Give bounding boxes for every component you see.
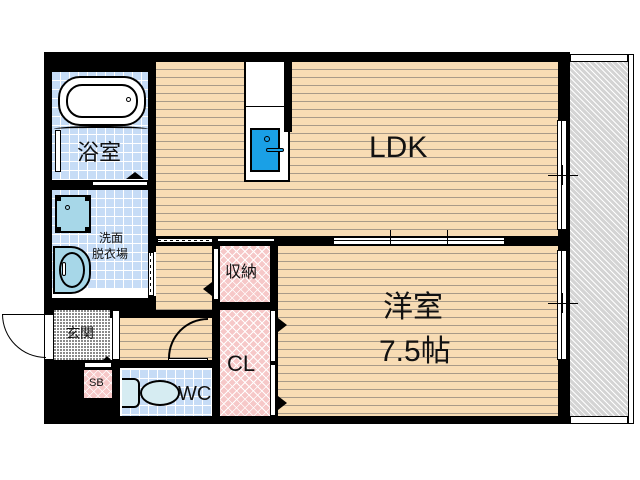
western-room-size: 7.5帖 (379, 335, 451, 368)
outer-wall-right (558, 52, 570, 424)
shoe-box-label: SB (89, 377, 104, 389)
window-ldk-mark-v (562, 165, 563, 185)
washroom-label-line1: 洗面 (99, 231, 124, 245)
balcony-railing (628, 54, 634, 424)
bath-right-wall (148, 62, 156, 252)
shoe-box (84, 370, 112, 398)
bath-curtain-line (54, 126, 148, 132)
toilet-label: WC (178, 383, 212, 405)
bathtub-icon (58, 76, 146, 126)
bath-door-marker (126, 172, 144, 179)
shoe-box-step-marker (101, 356, 113, 362)
ldk-partition-white (217, 238, 275, 242)
ldk-left-partition-dashed (157, 238, 213, 243)
washbasin-icon (53, 246, 91, 294)
kitchen-sink-icon (250, 128, 284, 172)
window-western-mark (548, 303, 578, 304)
entrance-door-leaf (2, 314, 44, 315)
closet-door-upper[interactable] (270, 310, 276, 362)
storage-left-wall (212, 246, 220, 416)
western-room-label: 洋室 (383, 291, 443, 324)
entrance-wall-block (44, 310, 212, 318)
window-ldk-mark (548, 175, 578, 176)
wc-right-wall (212, 360, 220, 416)
washroom-right-lower (148, 296, 156, 310)
washroom-label-line2: 脱衣場 (92, 247, 129, 261)
entrance-door-swing[interactable] (2, 314, 46, 358)
balcony-floor (570, 62, 628, 416)
sliding-door-mark-1 (390, 230, 391, 252)
entrance-lower-divider (84, 362, 112, 368)
closet-door-marker-upper (278, 318, 287, 332)
toilet-tank-icon (122, 378, 140, 408)
sliding-door-mark-2 (447, 230, 448, 252)
entrance-label: 玄関 (66, 325, 94, 341)
entrance-door-frame (44, 314, 54, 360)
kitchen-counter-line (246, 106, 284, 107)
hallway-floor (156, 246, 212, 310)
closet-floor (220, 310, 270, 416)
washing-machine-icon (55, 195, 91, 233)
bath-mirror (55, 130, 61, 172)
entrance-floor (54, 310, 110, 362)
bathroom-label: 浴室 (77, 140, 122, 165)
bath-top-block (44, 52, 156, 72)
storage-closet-wall (212, 302, 278, 310)
balcony-top-edge (570, 54, 628, 62)
closet-door-lower[interactable] (270, 364, 276, 416)
bath-door[interactable] (92, 181, 148, 186)
kitchen-divider (284, 62, 292, 132)
storage-door-marker (203, 282, 212, 296)
ldk-floor (156, 62, 558, 236)
balcony-bottom-edge (570, 416, 628, 424)
outer-wall-bottom (44, 416, 570, 424)
storage-door[interactable] (213, 248, 219, 300)
outer-wall-top (44, 52, 570, 62)
storage-label: 収納 (225, 264, 258, 281)
closet-door-marker-lower (278, 396, 287, 410)
washroom-sliding-door[interactable] (148, 252, 154, 296)
ldk-label: LDK (369, 131, 428, 164)
closet-label: CL (227, 351, 256, 376)
sliding-door-ldk-western[interactable] (334, 237, 504, 245)
washroom-bottom-wall (52, 298, 156, 310)
window-western-mark-v (562, 293, 563, 313)
outer-wall-left (44, 52, 52, 424)
storage-floor (220, 246, 270, 302)
entrance-step (112, 310, 120, 360)
wc-top-wall (120, 360, 212, 368)
toilet-bowl-icon (140, 380, 180, 406)
western-room-floor (278, 246, 558, 416)
